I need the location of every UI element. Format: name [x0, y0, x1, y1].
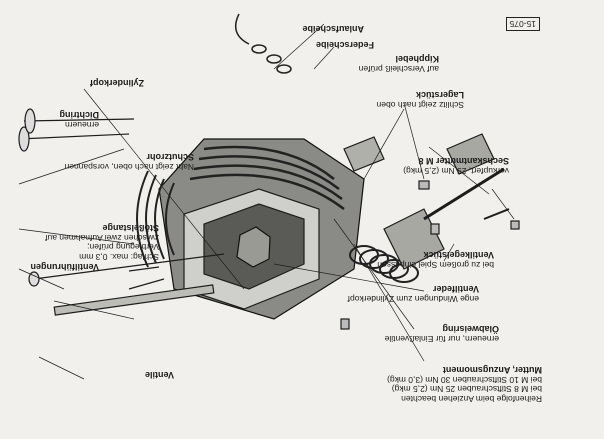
label-lagerstueck-line-1: Schlitz zeigt nach oben — [376, 100, 464, 110]
label-schutzrohr: Naht zeigt nach oben, vorspannen Schutzr… — [64, 152, 194, 173]
leader-lines — [18, 23, 515, 380]
label-ventilfeder: enge Windungen zum Zylinderkopf Ventilfe… — [347, 284, 479, 305]
label-kipphebel-line-1: auf Verschleiß prüfen — [358, 64, 439, 74]
label-lagerstueck-title: Lagerstück — [415, 90, 464, 101]
label-stoesselstange-title: Stößelstange — [102, 223, 159, 234]
label-sechskantmutter-line-1: verkupfert, 25 Nm (2,5 mkg) — [403, 166, 509, 176]
push-rod-tube — [28, 253, 225, 316]
label-ventilkegelstueck-line-1: bei zu großem Spiel einpassen — [377, 260, 494, 270]
label-kipphebel: auf Verschleiß prüfen Kipphebel — [358, 54, 439, 75]
nuts — [340, 180, 520, 330]
label-mutter-line-1: bei M 10 Stiftschrauben 30 Nm (3,0 mkg) — [387, 375, 542, 385]
label-mutter-line-3: Reihenfolge beim Anziehen beachten — [401, 394, 542, 404]
valve-spring — [349, 245, 419, 283]
label-federscheibe: Federscheibe — [316, 40, 374, 50]
figure-number: 15-075 — [505, 17, 540, 31]
label-zylinderkopf-title: Zylinderkopf — [89, 78, 144, 88]
label-oelabweisring-line-1: erneuern, nur für Einlaßventile — [384, 334, 499, 344]
label-mutter-line-2: bei M 8 Stiftschrauben 25 Nm (2,5 mkg) — [391, 384, 542, 395]
label-anlaufscheibe: Anlaufscheibe — [302, 24, 364, 34]
label-mutter: Reihenfolge beim Anziehen beachten bei M… — [387, 365, 542, 405]
label-lagerstueck: Schlitz zeigt nach oben Lagerstück — [376, 90, 464, 111]
valves — [18, 108, 165, 290]
label-schutzrohr-title: Schutzrohr — [146, 152, 194, 163]
label-stoesselstange: Schlag: max. 0,3 mm Verbiegung prüfen; z… — [45, 223, 159, 263]
label-dichtring-title: Dichtring — [59, 110, 100, 121]
label-anlaufscheibe-title: Anlaufscheibe — [302, 24, 364, 34]
label-ventilkegelstueck: bei zu großem Spiel einpassen Ventilkege… — [377, 250, 494, 271]
label-kipphebel-title: Kipphebel — [395, 54, 439, 65]
label-stoesselstange-line-1: zwischen zwei Aufnahmen auf — [45, 233, 159, 243]
label-ventile-title: Ventile — [144, 370, 174, 380]
label-ventilkegelstueck-title: Ventilkegelstück — [423, 250, 494, 261]
label-zylinderkopf: Zylinderkopf — [90, 78, 144, 88]
label-ventile: Ventile — [145, 370, 174, 380]
label-stoesselstange-line-3: Schlag: max. 0,3 mm — [79, 252, 159, 262]
label-ventilfuehrungen: Ventilführungen — [31, 262, 100, 272]
label-dichtring: erneuern Dichtring — [59, 110, 100, 131]
label-sechskantmutter-title: Sechskantmutter M 8 — [418, 156, 509, 167]
label-oelabweisring: erneuern, nur für Einlaßventile Ölabweis… — [384, 324, 499, 345]
label-schutzrohr-line-1: Naht zeigt nach oben, vorspannen — [64, 162, 194, 172]
cylinder-head — [158, 138, 365, 320]
label-dichtring-line-1: erneuern — [64, 120, 99, 130]
label-ventilfeder-title: Ventilfeder — [432, 284, 479, 295]
label-ventilfuehrungen-title: Ventilführungen — [30, 262, 100, 272]
label-mutter-title: Mutter, Anzugsmoment — [442, 365, 542, 376]
label-stoesselstange-line-2: Verbiegung prüfen; — [87, 242, 159, 253]
cooling-fins — [136, 170, 175, 268]
label-oelabweisring-title: Ölabweisring — [442, 324, 499, 335]
washers — [234, 13, 292, 74]
label-federscheibe-title: Federscheibe — [315, 40, 374, 50]
label-sechskantmutter: verkupfert, 25 Nm (2,5 mkg) Sechskantmut… — [403, 156, 509, 177]
rocker-assembly — [343, 133, 510, 270]
label-ventilfeder-line-1: enge Windungen zum Zylinderkopf — [347, 294, 479, 304]
